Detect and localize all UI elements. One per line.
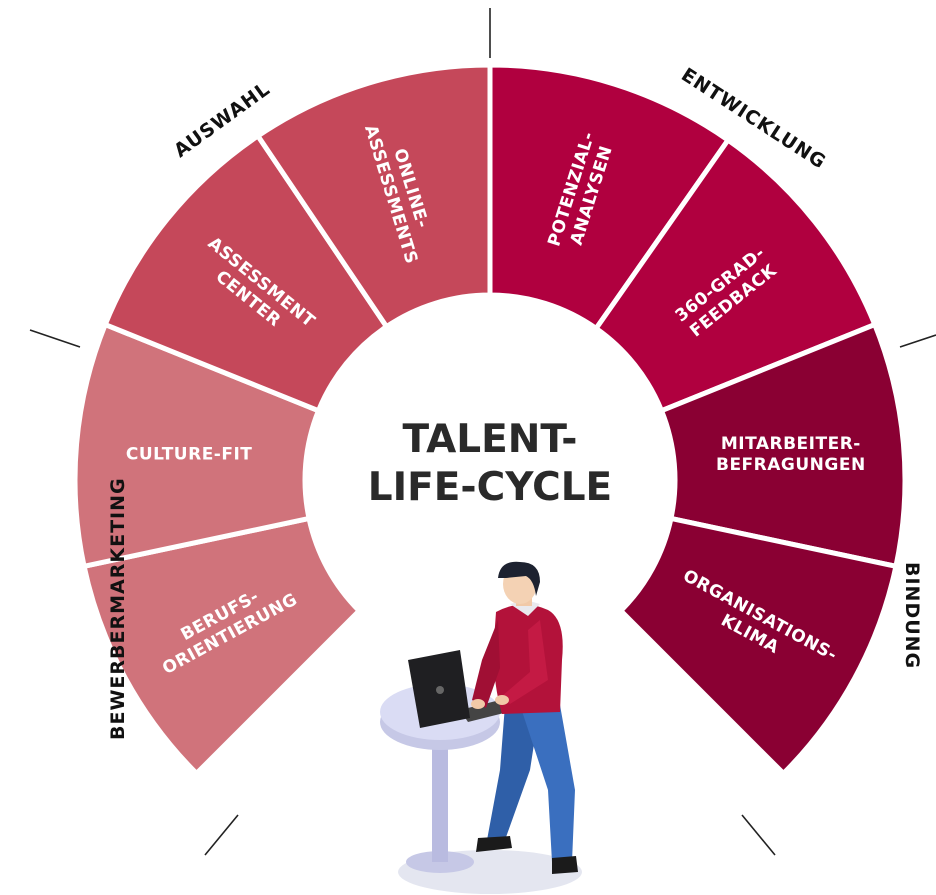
segment-label-line: BEFRAGUNGEN xyxy=(716,455,866,475)
person-arm xyxy=(472,620,500,708)
person-torso xyxy=(493,604,563,714)
divider-tick-right xyxy=(899,334,936,348)
apple-icon xyxy=(436,686,444,694)
person-leg-left xyxy=(487,705,540,840)
segment-organisationsklima xyxy=(617,515,899,777)
person-hair xyxy=(498,561,540,596)
segment-label: CULTURE-FIT xyxy=(126,445,253,465)
segment-berufsorientierung xyxy=(81,515,363,777)
segment-360gradfeedback xyxy=(592,136,879,414)
divider-tick-bottom-right xyxy=(741,814,776,856)
segment-potenzialanalysen xyxy=(487,62,732,332)
shoe-right xyxy=(552,856,578,874)
segment-culturefit xyxy=(72,321,322,570)
center-title-line2: LIFE-CYCLE xyxy=(368,465,612,510)
phase-dividers xyxy=(29,8,936,856)
segment-label-line: MITARBEITER- xyxy=(721,434,861,454)
phase-label-bindung: BINDUNG xyxy=(901,562,923,669)
segment-mitarbeiterbefragungen xyxy=(658,321,908,570)
segment-label-line: CULTURE-FIT xyxy=(126,445,253,465)
center-title-line1: TALENT- xyxy=(403,417,578,462)
segments-ring xyxy=(72,62,908,777)
shoe-left xyxy=(476,836,512,852)
hand-right xyxy=(495,695,509,705)
hand-left xyxy=(471,699,485,709)
person-illustration xyxy=(380,561,582,894)
phase-label-bewerbermarketing: BEWERBERMARKETING xyxy=(107,477,129,740)
table-pole xyxy=(432,720,448,862)
person-leg-right xyxy=(520,705,575,862)
segment-onlineassessments xyxy=(254,62,493,331)
segment-assessmentcenter xyxy=(101,132,391,414)
segment-label: MITARBEITER-BEFRAGUNGEN xyxy=(716,434,866,475)
laptop-base xyxy=(460,700,508,722)
divider-tick-left xyxy=(29,329,81,348)
person-arm-front xyxy=(502,620,548,704)
divider-tick-bottom-left xyxy=(204,814,239,856)
